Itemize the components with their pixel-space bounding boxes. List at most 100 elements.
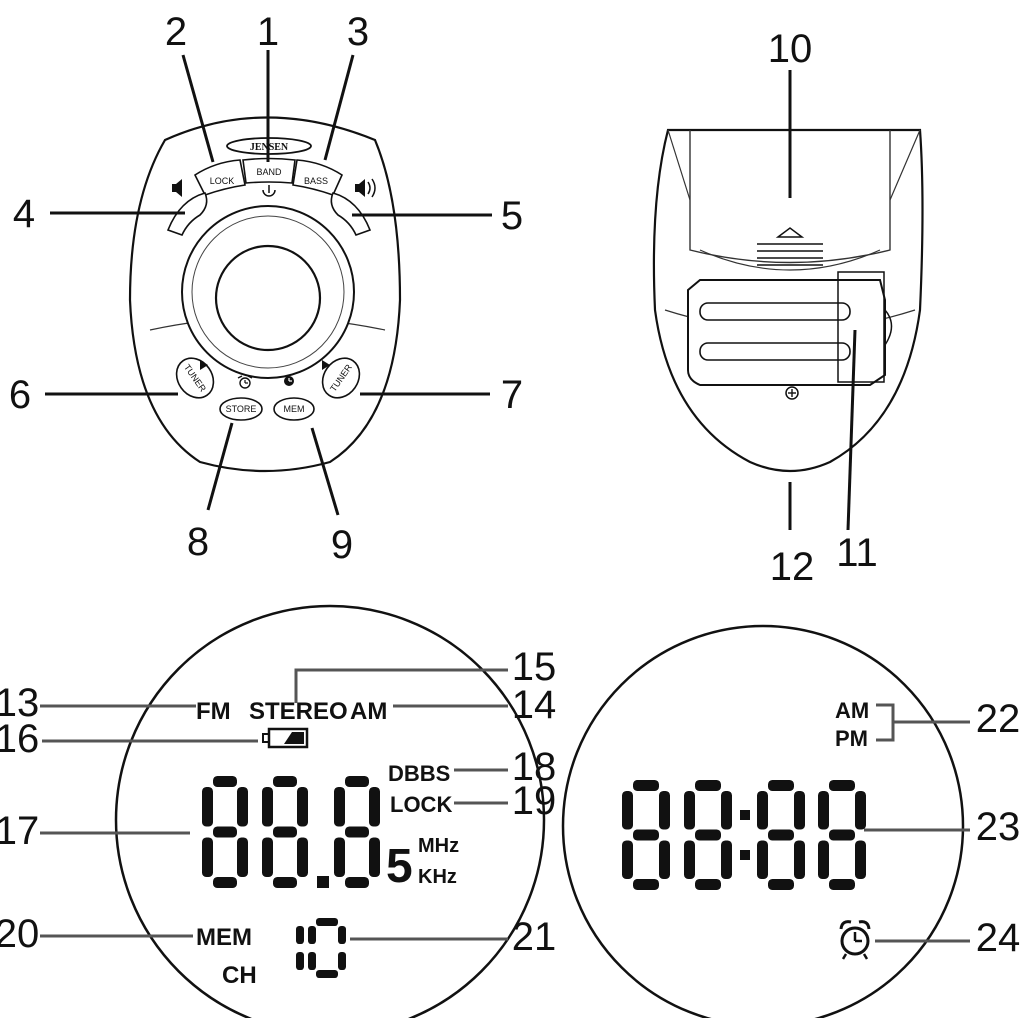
clock-pm-indicator: PM (835, 726, 868, 751)
callout-16: 16 (0, 717, 39, 761)
frequency-small-digit: 5 (386, 840, 413, 893)
lock-button-label: LOCK (210, 176, 235, 186)
mem-button-label: MEM (284, 404, 305, 414)
clock-digit-3 (757, 780, 805, 890)
clock-colon-bottom (740, 850, 750, 860)
decimal-point (317, 876, 329, 888)
radio-display: FM STEREO AM DBBS LOCK 5 MHz KHz MEM CH (0, 604, 557, 1018)
callout-15: 15 (512, 645, 557, 689)
clock-callout-lines (864, 703, 970, 943)
segment (768, 829, 794, 841)
callout-10: 10 (768, 27, 813, 71)
segment (273, 877, 297, 888)
segment (829, 780, 855, 791)
callout-21: 21 (512, 915, 557, 959)
segment (213, 877, 237, 888)
lock-button[interactable] (193, 159, 246, 196)
segment (202, 787, 213, 827)
tuner-left-button[interactable] (169, 351, 221, 405)
segment (695, 829, 721, 841)
segment (369, 787, 380, 827)
stereo-indicator: STEREO (249, 698, 348, 725)
callout-24: 24 (976, 916, 1021, 960)
segment (338, 952, 346, 970)
freq-digit-3 (334, 776, 380, 888)
back-view: 10 11 12 (652, 27, 924, 589)
segment (829, 829, 855, 841)
segment (202, 837, 213, 877)
clock-am-indicator: AM (835, 698, 869, 723)
clock-digit-1 (622, 780, 670, 890)
segment (213, 826, 237, 838)
clock-digit-2 (684, 780, 732, 890)
alarm-clock-icon (237, 375, 253, 389)
clock-digit-4 (818, 780, 866, 890)
battery-icon (262, 727, 309, 749)
segment (855, 840, 866, 879)
callout-4: 4 (13, 192, 35, 236)
segment (262, 837, 273, 877)
front-body (128, 116, 402, 473)
segment (369, 837, 380, 877)
callout-8: 8 (187, 520, 209, 564)
callout-7: 7 (501, 373, 523, 417)
volume-up-button[interactable] (330, 192, 372, 236)
callout-5: 5 (501, 194, 523, 238)
band-button-label: BAND (256, 167, 282, 177)
segment (296, 952, 304, 970)
segment (297, 837, 308, 877)
volume-down-button[interactable] (166, 192, 208, 236)
tuner-right-arrow-icon (322, 360, 330, 370)
clock-digits (622, 780, 866, 890)
callout-3: 3 (347, 10, 369, 54)
tuner-right-button[interactable] (315, 351, 367, 405)
segment (794, 791, 805, 830)
callout-12: 12 (770, 545, 815, 589)
grip-lines (757, 243, 823, 266)
segment (818, 840, 829, 879)
callout-1: 1 (257, 10, 279, 54)
callout-2: 2 (165, 10, 187, 54)
segment (273, 826, 297, 838)
segment (345, 776, 369, 787)
callout-9: 9 (331, 523, 353, 567)
segment (684, 791, 695, 830)
clock-display: AM PM 22 23 24 (561, 624, 1021, 1018)
segment (338, 926, 346, 944)
dbbs-indicator: DBBS (388, 761, 450, 786)
callout-23: 23 (976, 805, 1021, 849)
volume-up-icon (355, 178, 376, 198)
segment (622, 840, 633, 879)
bass-button-label: BASS (304, 176, 328, 186)
callout-13: 13 (0, 681, 39, 725)
mem-button[interactable] (273, 397, 315, 421)
segment (659, 791, 670, 830)
radio-display-outline (114, 604, 546, 1018)
segment (757, 840, 768, 879)
segment (633, 879, 659, 890)
segment (316, 970, 338, 978)
segment (855, 791, 866, 830)
ch-indicator: CH (222, 962, 257, 989)
power-icon (262, 185, 276, 197)
store-button[interactable] (219, 397, 263, 421)
segment (633, 829, 659, 841)
segment (695, 780, 721, 791)
segment (768, 780, 794, 791)
callout-18: 18 (512, 745, 557, 789)
callout-14: 14 (512, 683, 557, 727)
segment (794, 840, 805, 879)
tuning-dial-knob[interactable] (214, 244, 322, 352)
band-button[interactable] (242, 157, 296, 184)
store-button-label: STORE (226, 404, 257, 414)
back-callout-lines (788, 70, 857, 531)
segment (345, 826, 369, 838)
segment (296, 926, 304, 944)
callout-17: 17 (0, 809, 39, 853)
segment (213, 776, 237, 787)
tuner-left-arrow-icon (200, 360, 208, 370)
segment (818, 791, 829, 830)
segment (695, 879, 721, 890)
volume-down-icon (172, 179, 182, 197)
